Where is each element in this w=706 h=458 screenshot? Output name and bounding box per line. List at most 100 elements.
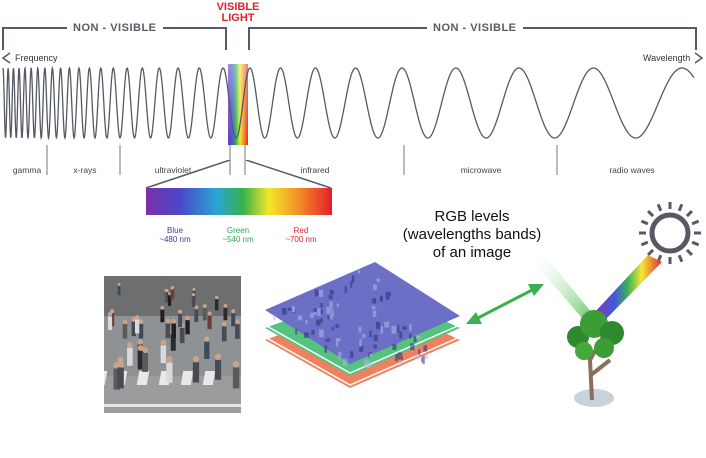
- layer-texture: [392, 343, 397, 351]
- layer-texture: [320, 303, 323, 308]
- layer-texture: [397, 352, 403, 360]
- layer-texture: [318, 329, 324, 338]
- person-figure: [170, 334, 176, 351]
- person-head: [164, 288, 168, 293]
- double-arrow-icon: [466, 284, 544, 324]
- person-head: [171, 318, 176, 324]
- layer-texture: [395, 354, 398, 362]
- sun-ray: [677, 203, 684, 212]
- layer-texture: [410, 343, 415, 351]
- person-head: [170, 286, 174, 290]
- layer-texture: [295, 328, 298, 335]
- sun-icon: [639, 202, 701, 264]
- layer-texture: [336, 340, 339, 347]
- red-wavelength: ~700 nm: [285, 235, 317, 244]
- layer-texture: [310, 312, 314, 319]
- layer-texture: [325, 338, 331, 342]
- person-figure: [166, 362, 173, 383]
- person-figure: [185, 320, 190, 335]
- red-name: Red: [293, 226, 309, 235]
- visible-spectrum-bar: [146, 188, 332, 215]
- layer-texture: [329, 289, 334, 295]
- layer-texture: [409, 323, 412, 332]
- layer-texture: [303, 332, 309, 338]
- layer-texture: [422, 355, 425, 364]
- layer-texture: [331, 310, 334, 317]
- green-label: Green ~540 nm: [208, 226, 268, 244]
- em-wave: [2, 64, 695, 145]
- axis-arrows: [1, 52, 704, 64]
- person-head: [134, 315, 140, 320]
- person-figure: [223, 307, 228, 321]
- layer-texture: [369, 330, 372, 338]
- rgb-caption-line2: (wavelengths bands): [402, 226, 542, 243]
- wavelength-label: Wavelength: [643, 53, 691, 63]
- layer-texture: [291, 306, 295, 313]
- person-head: [131, 317, 137, 322]
- layer-texture: [402, 326, 407, 330]
- layer-texture: [359, 328, 362, 333]
- layer-texture: [363, 359, 369, 368]
- person-figure: [137, 350, 144, 370]
- person-figure: [170, 289, 174, 300]
- layer-texture: [371, 305, 376, 310]
- person-figure: [165, 323, 171, 339]
- blue-name: Blue: [166, 226, 183, 235]
- rainbow-beam: [594, 255, 662, 320]
- layer-texture: [311, 329, 315, 335]
- band-infrared: infrared: [300, 165, 330, 175]
- layer-texture: [400, 359, 403, 364]
- layer-texture: [331, 327, 335, 331]
- person-figure: [231, 313, 236, 327]
- person-figure: [110, 313, 115, 327]
- person-figure: [235, 324, 240, 339]
- person-figure: [214, 299, 219, 311]
- person-figure: [178, 313, 183, 327]
- band-radio-waves: radio waves: [609, 165, 655, 175]
- layer-texture: [373, 334, 378, 342]
- street-photo-art: [104, 276, 241, 413]
- person-figure: [160, 345, 167, 364]
- person-head: [142, 347, 148, 353]
- person-head: [138, 319, 144, 324]
- layer-texture: [385, 291, 390, 300]
- layer-texture: [372, 284, 377, 291]
- layer-texture: [416, 335, 421, 340]
- person-figure: [191, 296, 196, 307]
- sun-ray: [647, 210, 655, 218]
- layer-texture: [326, 307, 331, 314]
- layer-texture: [359, 345, 364, 352]
- person-figure: [160, 309, 165, 323]
- person-head: [167, 292, 172, 296]
- sun-tree-scene: [530, 202, 701, 407]
- layer-texture: [320, 318, 323, 323]
- person-figure: [131, 321, 137, 337]
- rgb-caption-line1: RGB levels: [434, 208, 510, 225]
- layer-texture: [314, 289, 319, 297]
- layer-texture: [372, 298, 377, 304]
- layer-texture: [384, 321, 390, 328]
- person-head: [223, 303, 228, 308]
- visible-light-label: VISIBLE LIGHT: [208, 2, 268, 24]
- sun-ray: [647, 248, 655, 256]
- person-figure: [117, 367, 124, 389]
- sun-ray: [656, 203, 663, 212]
- right-arrow-icon: [694, 52, 704, 64]
- layer-texture: [369, 353, 373, 358]
- person-figure: [113, 368, 121, 390]
- layer-texture: [357, 270, 361, 274]
- person-figure: [221, 326, 227, 342]
- blue-label: Blue ~480 nm: [145, 226, 205, 244]
- sun-ray: [640, 240, 649, 247]
- green-wavelength: ~540 nm: [222, 235, 254, 244]
- layer-texture: [413, 345, 417, 349]
- layer-texture: [409, 333, 412, 339]
- rgb-caption: RGB levels (wavelengths bands) of an ima…: [372, 208, 572, 262]
- person-figure: [204, 341, 210, 359]
- sun-ray: [685, 248, 693, 256]
- non-visible-right-label: NON - VISIBLE: [427, 22, 523, 34]
- person-head: [110, 309, 115, 314]
- layer-texture: [399, 331, 403, 339]
- sun-ray: [691, 219, 700, 226]
- blue-wavelength: ~480 nm: [159, 235, 191, 244]
